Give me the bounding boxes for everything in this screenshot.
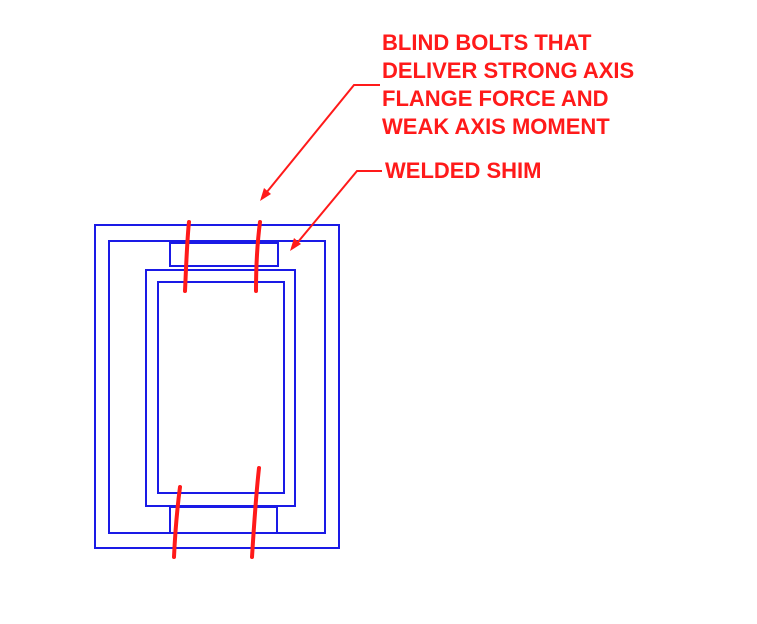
blind-bolts [172,220,262,559]
welded-shim-annotation: WELDED SHIM [385,158,541,183]
blind-bolts-label-line-3: FLANGE FORCE AND [382,86,609,111]
blind-bolts-leader-line [261,84,380,199]
blind-bolts-label-line-2: DELIVER STRONG AXIS [382,58,634,83]
inner-tube-inner-wall [157,281,285,494]
inner-tube-outer-wall [145,269,296,507]
blind-bolt-top-right [254,220,262,293]
blind-bolt-bottom-left [172,485,182,559]
section-outlines [94,224,340,549]
bottom-welded-shim [169,506,278,534]
outer-tube-outer-wall [94,224,340,549]
welded-shim-arrowhead [290,238,301,251]
welded-shim-label: WELDED SHIM [385,158,541,183]
blind-bolt-bottom-right [250,466,261,559]
outer-tube-inner-wall [108,240,326,534]
leader-lines [260,84,382,251]
welded-shim-leader-line [292,170,382,249]
blind-bolts-label-line-4: WEAK AXIS MOMENT [382,114,610,139]
blind-bolt-top-left [183,220,191,293]
top-welded-shim [169,242,279,267]
blind-bolts-label-line-1: BLIND BOLTS THAT [382,30,592,55]
blind-bolts-arrowhead [260,188,271,201]
blind-bolts-annotation: BLIND BOLTS THAT DELIVER STRONG AXIS FLA… [382,30,634,139]
